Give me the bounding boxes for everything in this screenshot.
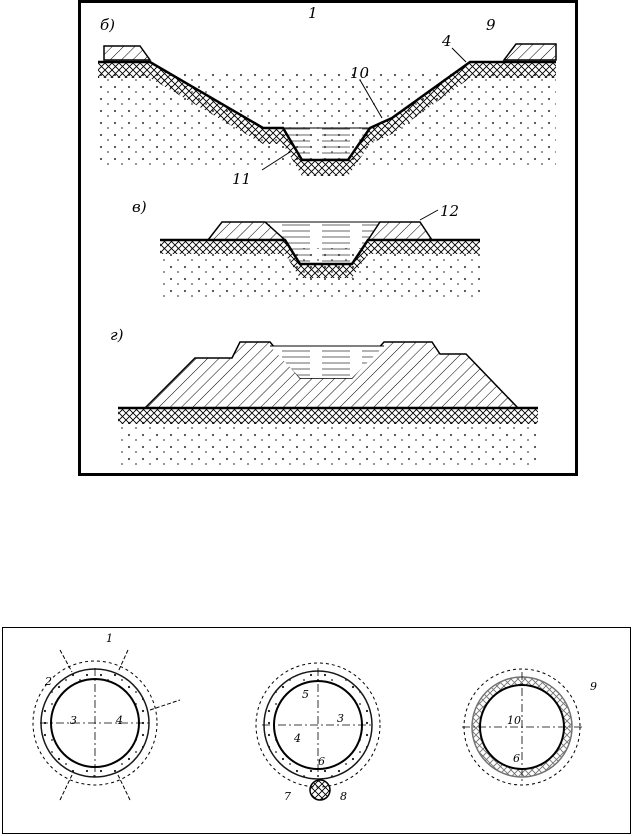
section-b-cut: б) 1 4 9 10 11: [98, 4, 557, 188]
label-c1-1: 1: [106, 632, 113, 645]
leader-4: [451, 47, 467, 63]
label-c1-2: 2: [44, 675, 52, 688]
label-c3-9: 9: [590, 680, 597, 693]
anchor-1b: [117, 649, 129, 673]
label-g: г): [110, 326, 124, 344]
label-11: 11: [232, 170, 251, 188]
label-c2-3: 3: [337, 712, 344, 725]
profile-b: [98, 60, 556, 162]
label-c3-10: 10: [507, 714, 521, 727]
label-c2-4: 4: [293, 732, 301, 745]
label-c2-6: 6: [318, 755, 325, 768]
label-4: 4: [441, 32, 452, 50]
anchor-1a: [59, 649, 73, 673]
leader-11: [261, 151, 291, 171]
leader-10: [359, 79, 383, 119]
spoil-bank-right: [502, 43, 557, 61]
pipe-section-1: 1 2 3 4: [32, 632, 181, 801]
pipe-section-2: 5 3 4 6 7 8: [255, 662, 381, 803]
section-g-embankment: г): [110, 326, 538, 466]
spoil-bank-left: [103, 45, 152, 61]
label-c3-6: 6: [513, 752, 520, 765]
anchor-1e: [149, 699, 181, 711]
label-10: 10: [350, 64, 370, 82]
label-b: б): [100, 16, 115, 34]
label-1: 1: [308, 4, 318, 22]
water-g: [270, 346, 384, 378]
soil-band: [98, 62, 556, 176]
leader-12: [419, 209, 439, 221]
dike-right-v: [366, 221, 434, 241]
canal-cross-sections-figure: [78, 0, 578, 476]
outer-ring-1: [32, 660, 158, 786]
water-b: [283, 128, 370, 160]
pipe-cross-sections-figure: [2, 627, 631, 834]
label-c1-3: 3: [70, 714, 77, 727]
pipe-section-3: 9 10 6: [462, 668, 597, 786]
drain-pipe: [309, 779, 331, 801]
label-12: 12: [440, 202, 459, 220]
label-c2-5: 5: [302, 688, 309, 701]
soil-dots-g: [118, 418, 538, 466]
label-c1-4: 4: [115, 714, 123, 727]
profile-v: [160, 238, 480, 266]
label-c2-8: 8: [340, 790, 347, 803]
label-c2-7: 7: [284, 790, 291, 803]
soil-band-v: [160, 240, 480, 278]
section-v-semi-cut: в) 12: [132, 198, 480, 298]
label-9: 9: [486, 16, 496, 34]
soil-band-g: [118, 408, 538, 424]
anchor-1d: [117, 774, 131, 801]
label-v: в): [132, 198, 147, 216]
anchor-1c: [59, 774, 73, 801]
